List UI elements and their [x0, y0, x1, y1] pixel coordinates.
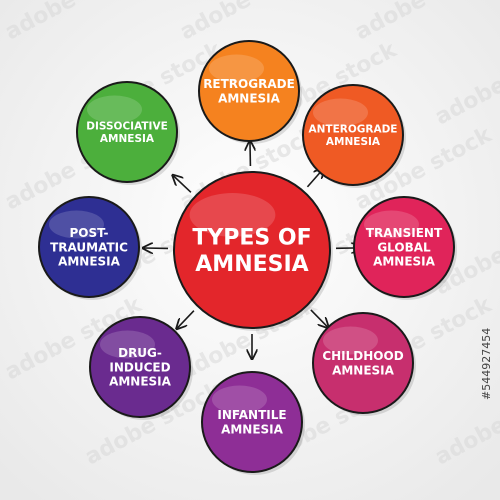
- node-label-line: AMNESIA: [109, 375, 172, 389]
- circle-fill: [201, 371, 303, 473]
- node-label-line: DRUG-: [118, 346, 162, 360]
- circle-highlight: [87, 95, 142, 124]
- circle-highlight: [364, 210, 419, 239]
- node-label-line: AMNESIA: [195, 252, 308, 277]
- circle-highlight: [313, 98, 368, 127]
- node-label-line: AMNESIA: [326, 136, 381, 148]
- circle-fill: [312, 312, 414, 414]
- node-label-line: INDUCED: [109, 360, 170, 374]
- node-label-line: TYPES OF: [192, 226, 311, 251]
- watermark-id: #544927454: [480, 328, 493, 400]
- circle-highlight: [49, 210, 104, 239]
- circle-fill: [173, 171, 331, 329]
- connector-arrow: [177, 310, 195, 328]
- circle-highlight: [189, 193, 276, 237]
- node-label-line: TRAUMATIC: [50, 240, 128, 254]
- node-label-line: DISSOCIATIVE: [86, 120, 168, 132]
- node-label-line: AMNESIA: [58, 255, 121, 269]
- circle-fill: [353, 196, 455, 298]
- node-label-line: AMNESIA: [332, 364, 395, 378]
- node-label-line: AMNESIA: [100, 133, 155, 145]
- connector-arrow: [310, 309, 328, 327]
- circle-fill: [38, 196, 140, 298]
- connector-arrow: [173, 176, 192, 193]
- node-label-line: AMNESIA: [218, 92, 281, 106]
- circle-highlight: [323, 326, 378, 355]
- circle-fill: [76, 81, 178, 183]
- node-label-line: AMNESIA: [373, 255, 436, 269]
- circle-fill: [198, 40, 300, 142]
- circle-highlight: [100, 330, 155, 359]
- node-circles: RETROGRADEAMNESIAANTEROGRADEAMNESIATRANS…: [38, 40, 457, 475]
- node-label-line: AMNESIA: [221, 423, 284, 437]
- node-label-line: TRANSIENT: [366, 226, 443, 240]
- node-label-line: RETROGRADE: [203, 77, 295, 91]
- node-label-line: CHILDHOOD: [322, 349, 403, 363]
- node-label-line: ANTEROGRADE: [309, 123, 398, 135]
- circle-fill: [302, 84, 404, 186]
- node-label-line: POST-: [69, 226, 108, 240]
- circle-highlight: [212, 385, 267, 414]
- node-label-line: INFANTILE: [217, 408, 286, 422]
- circle-highlight: [209, 54, 264, 83]
- node-label-line: GLOBAL: [377, 240, 431, 254]
- circle-fill: [89, 316, 191, 418]
